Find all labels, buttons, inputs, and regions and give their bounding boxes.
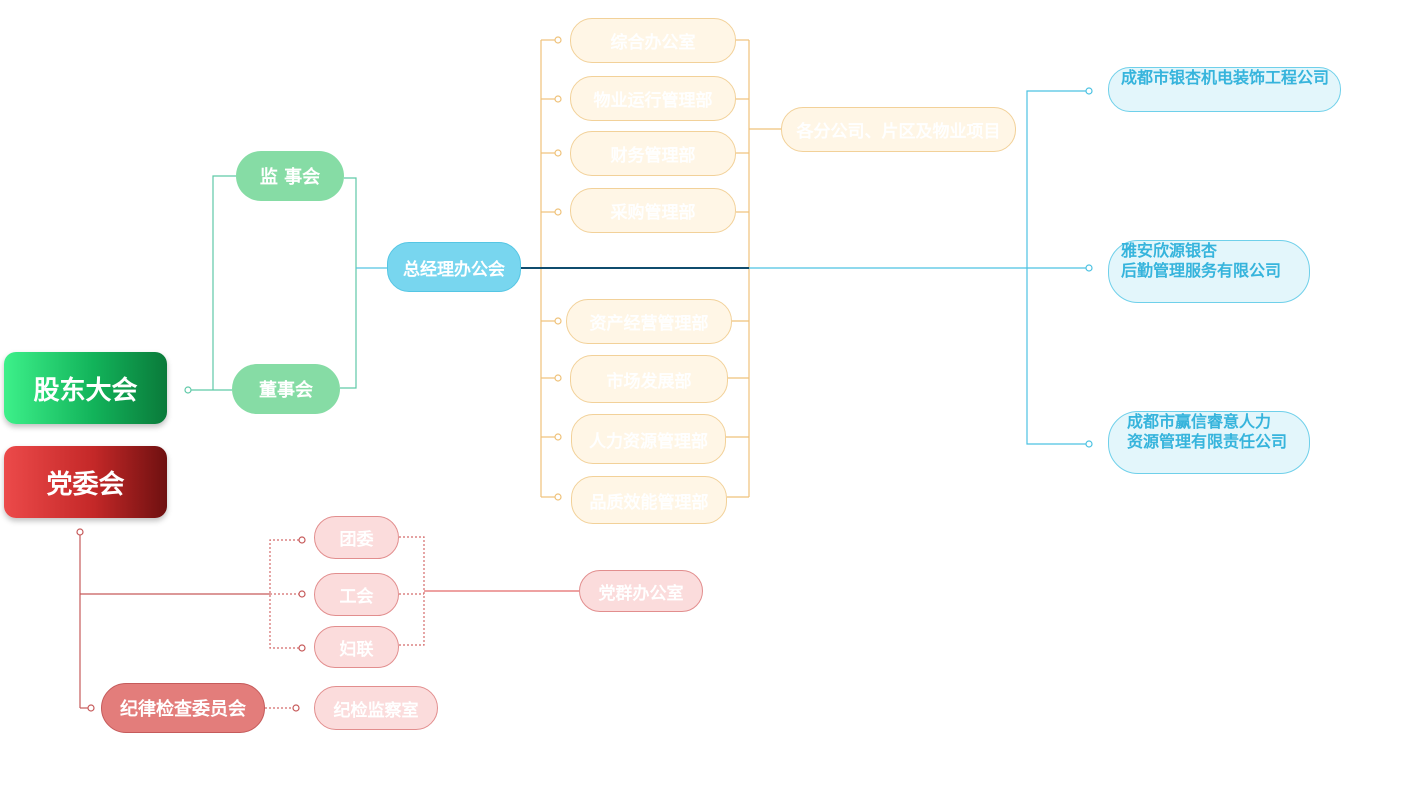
green-connectors	[184, 175, 387, 394]
party-office-node: 党群办公室	[579, 570, 703, 612]
party-committee-node: 党委会	[4, 446, 167, 518]
department-node: 综合办公室	[570, 18, 736, 63]
general-manager-office-node: 总经理办公会	[387, 242, 521, 292]
company-node: 雅安欣源银杏 后勤管理服务有限公司	[1108, 240, 1310, 303]
supervisory-board-node: 监 事会	[236, 151, 344, 201]
shareholders-meeting-node: 股东大会	[4, 352, 167, 424]
department-node: 人力资源管理部	[571, 414, 726, 464]
department-node: 市场发展部	[570, 355, 728, 403]
company-name-line2: 资源管理有限责任公司	[1127, 432, 1288, 451]
company-name-line1: 成都市赢信睿意人力	[1127, 412, 1272, 431]
department-node: 资产经营管理部	[566, 299, 732, 344]
company-node: 成都市银杏机电装饰工程公司	[1108, 67, 1341, 112]
womens-federation-node: 妇联	[314, 626, 399, 668]
department-node: 采购管理部	[570, 188, 736, 233]
department-node: 财务管理部	[570, 131, 736, 176]
labor-union-node: 工会	[314, 573, 399, 616]
department-node: 物业运行管理部	[570, 76, 736, 121]
company-name-line2: 后勤管理服务有限公司	[1121, 261, 1282, 280]
company-name-line1: 成都市银杏机电装饰工程公司	[1121, 68, 1330, 87]
inspection-office-node: 纪检监察室	[314, 686, 438, 730]
company-node: 成都市赢信睿意人力 资源管理有限责任公司	[1108, 411, 1310, 474]
company-connectors	[749, 87, 1093, 448]
company-name-line1: 雅安欣源银杏	[1121, 241, 1218, 260]
board-of-directors-node: 董事会	[232, 364, 340, 414]
youth-league-node: 团委	[314, 516, 399, 559]
discipline-committee-node: 纪律检查委员会	[101, 683, 265, 733]
branches-node: 各分公司、片区及物业项目	[781, 107, 1016, 152]
party-connectors	[76, 528, 579, 712]
department-node: 品质效能管理部	[571, 476, 727, 524]
